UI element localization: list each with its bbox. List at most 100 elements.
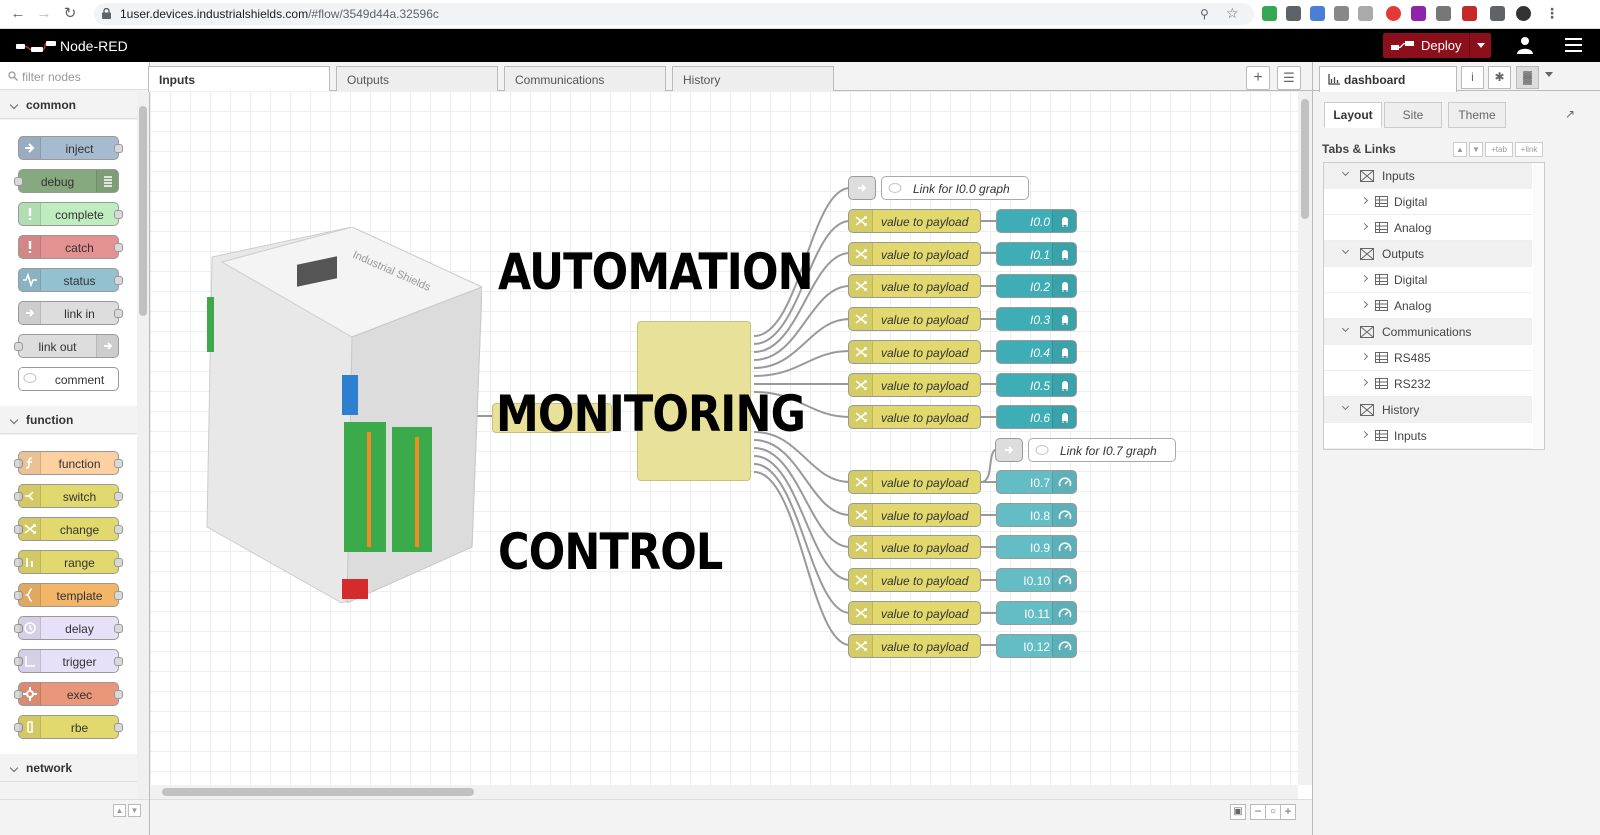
link-in-node[interactable] <box>848 176 876 200</box>
link-in-node[interactable] <box>995 438 1023 462</box>
gauge-node[interactable]: I0.11 <box>996 601 1077 625</box>
address-bar[interactable]: 1user.devices.industrialshields.com/#flo… <box>94 3 1254 25</box>
change-node-value-to-payload[interactable]: value to payload <box>848 307 981 331</box>
sidebar-dropdown-icon[interactable] <box>1545 72 1553 77</box>
deploy-dropdown-button[interactable] <box>1469 33 1491 58</box>
collapse-all-button[interactable]: ▲ <box>113 804 126 817</box>
zoom-reset-button[interactable]: ○ <box>1265 804 1281 820</box>
tree-tab-item[interactable]: Outputs <box>1324 241 1532 267</box>
palette-node-switch[interactable]: switch <box>14 484 123 508</box>
debug-bug-icon[interactable]: ✱ <box>1488 66 1511 89</box>
tab-communications[interactable]: Communications <box>504 66 666 92</box>
tree-group-item[interactable]: RS232 <box>1324 371 1532 397</box>
sidebar-tab-dashboard[interactable]: dashboard <box>1319 66 1457 92</box>
gauge-node[interactable]: I0.7 <box>996 470 1077 494</box>
palette-node-range[interactable]: range <box>14 550 123 574</box>
comment-node[interactable]: Link for I0.0 graph <box>881 176 1029 200</box>
palette-node-complete[interactable]: complete <box>18 202 123 226</box>
palette-node-function[interactable]: function <box>14 451 123 475</box>
change-node-value-to-payload[interactable]: value to payload <box>848 373 981 397</box>
user-icon[interactable] <box>1515 35 1535 55</box>
led-node[interactable]: I0.2 <box>996 274 1077 298</box>
palette-category-network[interactable]: network <box>0 754 137 782</box>
tree-tab-item[interactable]: Communications <box>1324 319 1532 345</box>
tab-theme[interactable]: Theme <box>1448 102 1506 128</box>
gauge-node[interactable]: I0.12 <box>996 634 1077 658</box>
tab-history[interactable]: History <box>672 66 834 92</box>
palette-node-exec[interactable]: exec <box>14 682 123 706</box>
tree-tab-item[interactable]: History <box>1324 397 1532 423</box>
move-down-button[interactable]: ▼ <box>1469 142 1483 157</box>
gauge-node[interactable]: I0.8 <box>996 503 1077 527</box>
back-icon[interactable]: ← <box>10 5 26 22</box>
key-icon[interactable]: ⚲ <box>1200 7 1209 21</box>
extension-icon[interactable] <box>1411 6 1426 21</box>
palette-scrollbar[interactable] <box>137 92 149 798</box>
change-node-value-to-payload[interactable]: value to payload <box>848 568 981 592</box>
palette-node-inject[interactable]: inject <box>18 136 123 160</box>
led-node[interactable]: I0.1 <box>996 242 1077 266</box>
tree-tab-item[interactable]: Inputs <box>1324 163 1532 189</box>
canvas-vertical-scrollbar[interactable] <box>1298 91 1312 785</box>
zoom-in-button[interactable]: + <box>1280 804 1296 820</box>
palette-node-catch[interactable]: catch <box>18 235 123 259</box>
extension-icon[interactable] <box>1358 6 1373 21</box>
forward-icon[interactable]: → <box>36 5 52 22</box>
palette-node-delay[interactable]: delay <box>14 616 123 640</box>
tree-group-item[interactable]: Inputs <box>1324 423 1532 449</box>
extension-icon[interactable] <box>1436 6 1451 21</box>
palette-node-link-out[interactable]: link out <box>14 334 119 358</box>
tree-scrollbar[interactable] <box>1533 163 1544 449</box>
tree-group-item[interactable]: Digital <box>1324 267 1532 293</box>
palette-node-link-in[interactable]: link in <box>18 301 123 325</box>
list-flows-button[interactable]: ☰ <box>1277 66 1301 90</box>
main-menu-icon[interactable] <box>1565 38 1582 52</box>
profile-avatar[interactable] <box>1516 6 1531 21</box>
change-node-value-to-payload[interactable]: value to payload <box>848 634 981 658</box>
tab-inputs[interactable]: Inputs <box>148 66 330 92</box>
change-node-value-to-payload[interactable]: value to payload <box>848 535 981 559</box>
extension-icon[interactable] <box>1462 6 1477 21</box>
led-node[interactable]: I0.0 <box>996 209 1077 233</box>
led-node[interactable]: I0.3 <box>996 307 1077 331</box>
add-flow-button[interactable]: + <box>1246 66 1270 90</box>
reload-icon[interactable]: ↻ <box>63 5 77 22</box>
input-node-hidden[interactable] <box>492 403 612 433</box>
add-link-button[interactable]: +link <box>1515 142 1543 157</box>
puzzle-icon[interactable] <box>1490 6 1505 21</box>
change-node-value-to-payload[interactable]: value to payload <box>848 503 981 527</box>
tree-group-item[interactable]: Digital <box>1324 189 1532 215</box>
extension-icon[interactable] <box>1334 6 1349 21</box>
palette-node-rbe[interactable]: rbe <box>14 715 123 739</box>
function-node-block[interactable] <box>637 321 751 481</box>
navigator-button[interactable]: ▣ <box>1230 804 1246 820</box>
extension-icon[interactable] <box>1262 6 1277 21</box>
extension-icon[interactable] <box>1386 6 1401 21</box>
extension-icon[interactable] <box>1286 6 1301 21</box>
led-node[interactable]: I0.5 <box>996 373 1077 397</box>
led-node[interactable]: I0.4 <box>996 340 1077 364</box>
canvas-horizontal-scrollbar[interactable] <box>150 785 1298 799</box>
info-icon[interactable]: i <box>1461 66 1484 89</box>
change-node-value-to-payload[interactable]: value to payload <box>848 340 981 364</box>
tree-group-item[interactable]: RS485 <box>1324 345 1532 371</box>
palette-node-change[interactable]: change <box>14 517 123 541</box>
tab-layout[interactable]: Layout <box>1324 102 1382 128</box>
change-node-value-to-payload[interactable]: value to payload <box>848 601 981 625</box>
tab-site[interactable]: Site <box>1384 102 1442 128</box>
dashboard-chart-icon[interactable]: ▓ <box>1516 66 1539 89</box>
comment-node[interactable]: Link for I0.7 graph <box>1028 438 1176 462</box>
move-up-button[interactable]: ▲ <box>1453 142 1467 157</box>
palette-node-status[interactable]: status <box>18 268 123 292</box>
deploy-button[interactable]: Deploy <box>1383 33 1491 58</box>
change-node-value-to-payload[interactable]: value to payload <box>848 274 981 298</box>
gauge-node[interactable]: I0.10 <box>996 568 1077 592</box>
change-node-value-to-payload[interactable]: value to payload <box>848 470 981 494</box>
palette-node-debug[interactable]: debug <box>14 169 119 193</box>
tree-group-item[interactable]: Analog <box>1324 293 1532 319</box>
gauge-node[interactable]: I0.9 <box>996 535 1077 559</box>
palette-node-template[interactable]: template <box>14 583 123 607</box>
led-node[interactable]: I0.6 <box>996 405 1077 429</box>
star-icon[interactable]: ☆ <box>1226 5 1239 21</box>
change-node-value-to-payload[interactable]: value to payload <box>848 209 981 233</box>
